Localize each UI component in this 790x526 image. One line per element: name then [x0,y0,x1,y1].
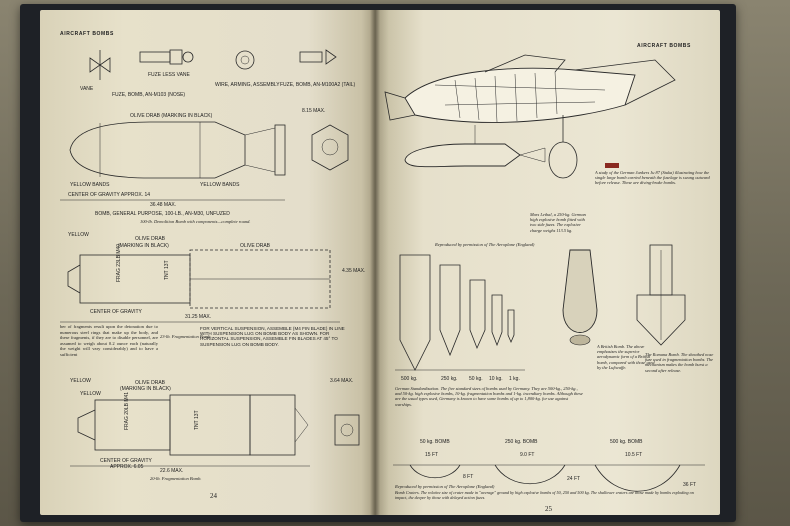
fig2-dim-length: 31.25 MAX. [185,314,211,320]
crater-500-d1: 10.5 FT [625,452,642,458]
fig2-cog: CENTER OF GRAVITY [90,309,143,315]
fig1-yellow-right: YELLOW BANDS [200,182,240,188]
bomb-23lb-drawing [60,249,340,323]
lethal-caption: Mars Lethal, a 250-kg. German high explo… [530,212,586,233]
fig1-title: BOMB, GENERAL PURPOSE, 100-LB., AN-M30, … [95,211,230,217]
fig3-yellow-2: YELLOW [80,391,101,397]
left-body-wrap: ber of fragments result upon the detonat… [60,324,158,357]
reproduced-credit-2: Reproduced by permission of The Aeroplan… [394,484,495,489]
tail-fuze-icon [299,49,337,65]
aircraft-cutaway-drawing [384,54,676,179]
right-page-illustrations: AIRCRAFT BOMBS A study of the German Jun… [384,43,714,513]
fig3-olive: OLIVE DRAB [135,380,166,386]
fig1-olive-label: OLIVE DRAB (MARKING IN BLACK) [130,113,213,119]
label-fuze-tail: FUZE, BOMB, AN-M100A2 (TAIL) [280,82,356,88]
vane-icon [89,50,111,80]
fig3-dim-side: 3.64 MAX. [330,378,353,384]
fuze-icon [139,49,194,65]
fig3-approx: APPROX. 6.05 [110,464,144,470]
fig3-tnt-text: TNT 13T [194,410,200,430]
crater-diagram [393,464,705,492]
reproduced-credit-1: Reproduced by permission of The Aeroplan… [434,242,535,247]
fig2-note: FOR VERTICAL SUSPENSION, ASSEMBLE (M4 FI… [200,326,345,347]
std-caption: German Standardization. The five standar… [395,386,583,407]
crater-50-d2: 8 FT [463,474,473,480]
ju87-caption-wrap: A study of the German Junkers Ju 87 (Stu… [595,170,710,186]
label-fuze-less-vane: FUZE LESS VANE [148,72,191,78]
size-500: 500 kg. [401,376,417,382]
fig1-dim-length: 36.48 MAX. [150,202,176,208]
logo-badge [605,163,619,168]
left-body-text: ber of fragments result upon the detonat… [60,324,158,357]
fig2-tnt-text: TNT 13T [164,260,170,280]
ju87-caption: A study of the German Junkers Ju 87 (Stu… [595,170,710,186]
bomb-100lb-drawing [60,121,349,201]
crater-50-d1: 15 FT [425,452,438,458]
fig3-cog: CENTER OF GRAVITY [100,458,153,464]
size-250: 250 kg. [441,376,457,382]
fig2-caption: 23-lb. Fragmentation Bomb [160,334,211,339]
fig1-dim-small: 8.15 MAX. [302,108,325,114]
crater-250-d1: 9.0 FT [520,452,534,458]
romana-caption-wrap: The Romana Bomb. The sheathed nose fuze … [645,352,714,373]
german-bombs-drawing [395,254,525,371]
fig2-yellow: YELLOW [68,232,89,238]
fig3-marking: (MARKING IN BLACK) [120,386,171,392]
size-50: 50 kg. [469,376,483,382]
fig3-frag-text: FRAG 20LB M41 [124,392,130,430]
label-vane: VANE [80,86,94,92]
arming-wire-icon [235,50,255,70]
label-arming-wire: WIRE, ARMING, ASSEMBLY [215,82,280,88]
right-page-number: 25 [545,505,553,513]
fig2-note-wrap: FOR VERTICAL SUSPENSION, ASSEMBLE (M4 FI… [200,326,345,347]
crater-title-500: 500 kg. BOMB [610,439,643,445]
fig3-dim-length: 22.6 MAX. [160,468,183,474]
left-page-header: AIRCRAFT BOMBS [60,31,114,37]
fig1-cog: CENTER OF GRAVITY APPROX. 14 [68,192,150,198]
fig2-olive-1: OLIVE DRAB [135,236,166,242]
label-fuze-nose: FUZE, BOMB, AN-M103 (NOSE) [112,92,185,98]
size-1: 1 kg. [509,376,520,382]
crater-250-d2: 24 FT [567,476,580,482]
crater-500-d2: 36 FT [683,482,696,488]
fig2-olive-3: OLIVE DRAB [240,243,271,249]
fig2-dim-side: 4.35 MAX. [342,268,365,274]
fig2-frag-text: FRAG 23LB M40 [116,244,122,282]
fig3-yellow-1: YELLOW [70,378,91,384]
british-bomb-drawing [562,249,598,346]
british-caption: A British Bomb. The above emphasizes the… [597,344,655,370]
bomb-20lb-drawing [70,394,360,467]
left-page: AIRCRAFT BOMBS VANE FUZE LESS VANE FUZE,… [40,10,375,515]
fig3-caption: 20-lb. Fragmentation Bomb. [150,476,202,481]
right-page: AIRCRAFT BOMBS A study of the German Jun… [375,10,720,515]
left-page-illustrations: AIRCRAFT BOMBS VANE FUZE LESS VANE FUZE,… [60,31,365,500]
romana-bomb-drawing [636,244,686,346]
fig2-olive-2: (MARKING IN BLACK) [118,243,169,249]
lethal-caption-wrap: Mars Lethal, a 250-kg. German high explo… [530,212,586,233]
romana-caption: The Romana Bomb. The sheathed nose fuze … [645,352,714,373]
right-page-header: AIRCRAFT BOMBS [637,43,691,49]
crater-title-50: 50 kg. BOMB [420,439,450,445]
fig1-yellow-left: YELLOW BANDS [70,182,110,188]
size-10: 10 kg. [489,376,503,382]
book-gutter [370,10,380,515]
fig1-caption: 100-lb. Demolition Bomb with components—… [140,219,250,224]
crater-caption-wrap: Bomb Craters. The relative size of crate… [395,490,694,500]
left-page-number: 24 [210,492,218,500]
crater-title-250: 250 kg. BOMB [505,439,538,445]
crater-caption: Bomb Craters. The relative size of crate… [395,490,694,500]
british-caption-wrap: A British Bomb. The above emphasizes the… [597,344,655,370]
std-caption-wrap: German Standardization. The five standar… [395,386,583,407]
